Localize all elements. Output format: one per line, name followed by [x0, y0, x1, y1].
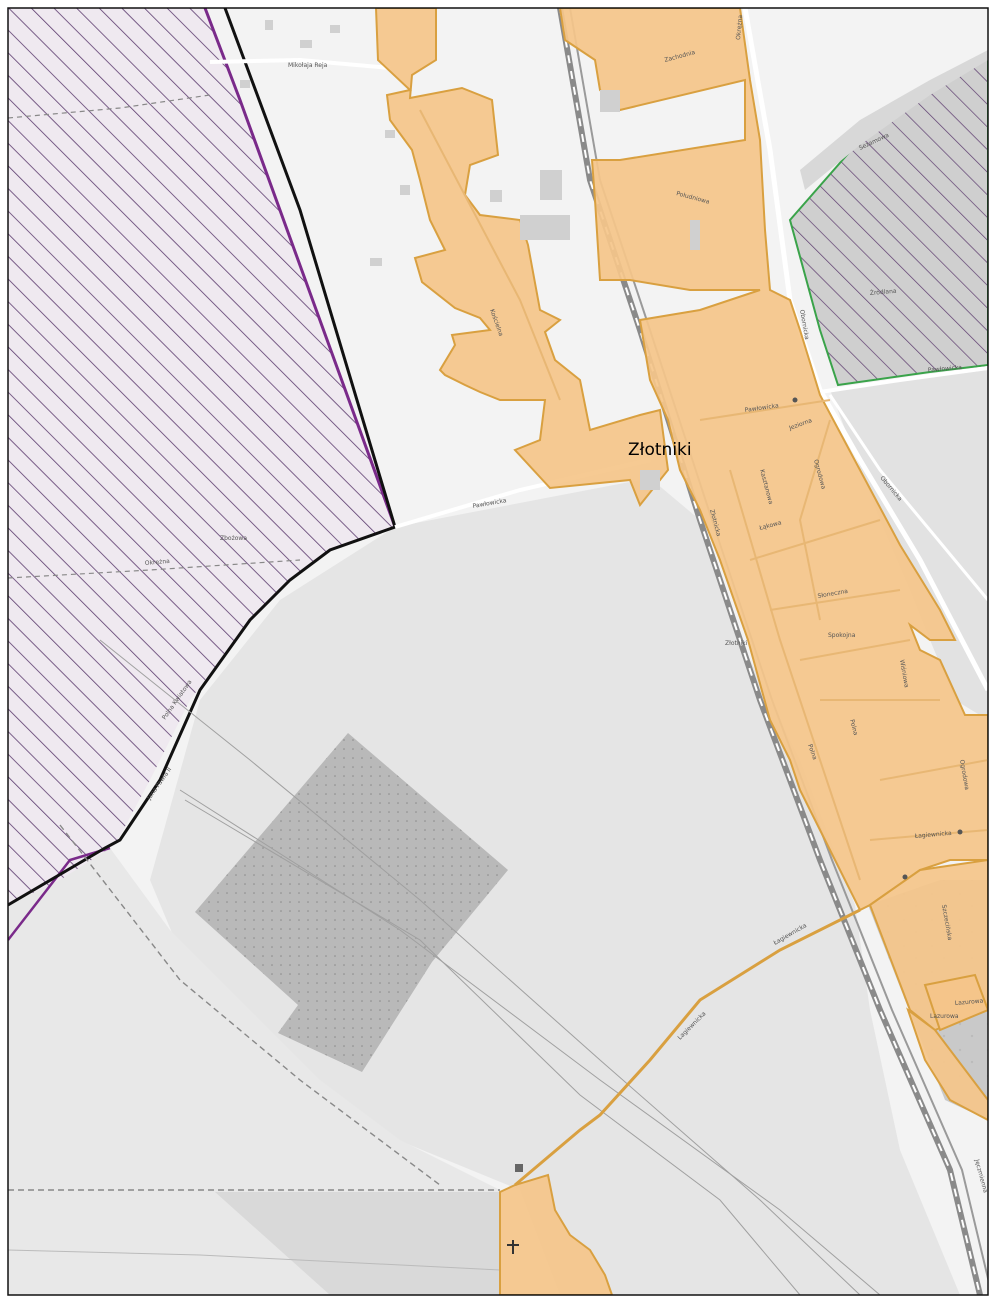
street-label: Okrężna: [145, 558, 171, 567]
forest-edge: [800, 50, 988, 190]
power-line-3: [184, 799, 801, 1295]
street-label: Wiśniowa: [898, 659, 910, 688]
settlement-streets: [419, 109, 988, 881]
road-pawlowicka-east: [819, 366, 988, 394]
street-label: Lazurowa: [930, 1013, 959, 1020]
street-label: Zbożowa: [220, 535, 247, 542]
street-label: Źródlana: [869, 287, 897, 297]
road-east-diagonal: [828, 394, 988, 601]
place-label-zlotniki: Złotniki: [628, 440, 692, 460]
agricultural-field: [150, 478, 960, 1295]
church-icon: [507, 1240, 519, 1254]
buildings: [240, 20, 700, 490]
road-lagiewnicka: [514, 908, 861, 1187]
administrative-boundary: [8, 8, 397, 907]
street-label: Lazurowa: [955, 998, 984, 1007]
district-line-middle: [8, 559, 301, 579]
street-label: Polna: [848, 719, 859, 737]
street-label: Okrężna: [735, 14, 744, 40]
poi-marker-3: [957, 829, 963, 835]
power-line-1: [99, 639, 861, 1295]
street-label: Mikołaja Reja: [288, 62, 328, 69]
district-line-north: [8, 94, 211, 119]
minor-road-bottom: [8, 1249, 501, 1271]
street-label: Pawłowicka: [744, 402, 779, 414]
settlement-south-village: [499, 1173, 614, 1295]
district-line-south: [59, 824, 441, 1186]
settlement-north-strip: [374, 8, 670, 507]
quarry-texture: [195, 733, 508, 1072]
protected-area-border: [203, 8, 397, 528]
street-label: Łagiewnicka: [914, 830, 953, 840]
settlement-south-east-block: [923, 973, 988, 1032]
settlement-east-main: [558, 8, 988, 912]
map-layers: Mikołaja Reja Zachodnia Okrężna Południo…: [8, 8, 988, 1295]
poi-marker-2: [902, 874, 908, 880]
power-line-2: [179, 789, 881, 1295]
cemetery-area: [215, 1192, 500, 1295]
protected-area-hatch: [8, 8, 395, 905]
field-south-west: [8, 848, 500, 1295]
road-reja: [209, 57, 391, 70]
bus-stop-icon: [515, 1164, 523, 1172]
map-frame: [7, 7, 989, 1296]
street-label: Złotniki: [725, 640, 748, 647]
street-label: Spokojna: [828, 632, 856, 639]
street-label: Pawłowicka: [928, 364, 963, 374]
poi-marker-1: [792, 397, 798, 403]
